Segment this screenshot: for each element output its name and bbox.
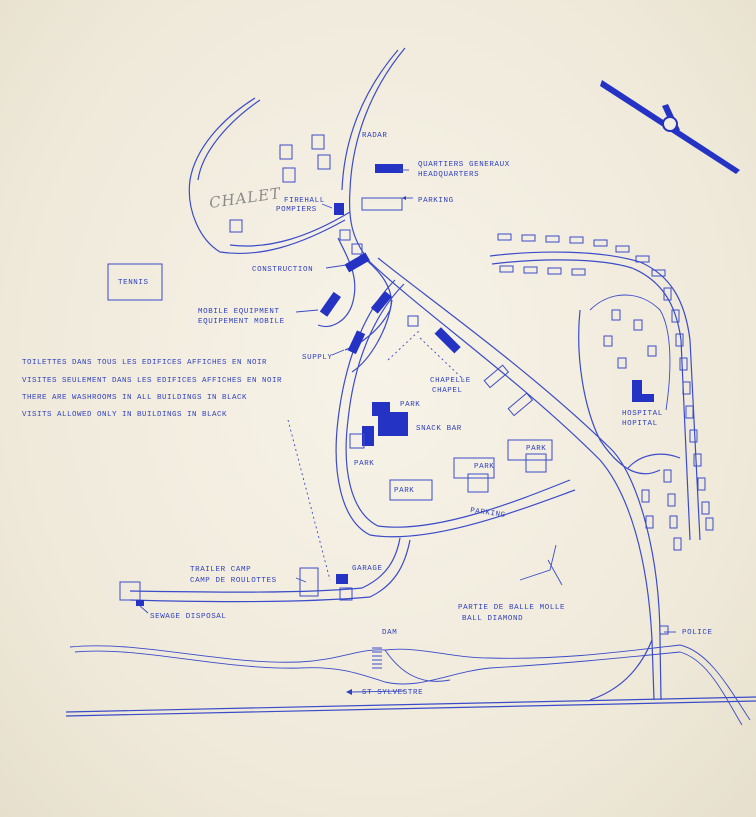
park-label-3: PARK [394,487,414,495]
radar-label: RADAR [362,132,388,140]
police-label: POLICE [682,629,713,637]
mobile-equipment-fr-label: EQUIPEMENT MOBILE [198,318,285,326]
river [69,644,751,726]
parking-bottom-label: PARKING [470,507,506,520]
chapel-fr-label: CHAPELLE [430,377,471,385]
ball-diamond-en-label: BALL DIAMOND [462,615,523,623]
road-network [65,47,756,717]
firehall-fr-label: POMPIERS [276,206,317,214]
note-line-2: VISITES SEULEMENT DANS LES EDIFICES AFFI… [22,377,282,385]
note-line-1: TOILETTES DANS TOUS LES EDIFICES AFFICHE… [22,359,267,367]
garage-label: GARAGE [352,565,383,573]
firehall-en-label: FIREHALL [284,197,325,205]
chalet-handwritten-label: CHALET [208,184,282,212]
headquarters-fr-label: QUARTIERS GENERAUX [418,161,510,169]
note-line-4: VISITS ALLOWED ONLY IN BUILDINGS IN BLAC… [22,411,227,419]
note-line-3: THERE ARE WASHROOMS IN ALL BUILDINGS IN … [22,394,247,402]
tennis-court: TENNIS [107,263,163,301]
snack-bar-label: SNACK BAR [416,425,462,433]
notes-block: TOILETTES DANS TOUS LES EDIFICES AFFICHE… [22,359,282,419]
park-label-1: PARK [400,401,420,409]
st-sylvestre-label: ST SYLVESTRE [362,689,423,697]
west-strip-buildings [317,229,392,355]
hospital-en-label: HOPITAL [622,420,658,428]
central-buildings [349,315,553,501]
park-label-5: PARK [526,445,546,453]
pointer-arrows [139,168,676,695]
compass-rose-icon [600,80,740,174]
supply-label: SUPPLY [302,354,333,362]
sewage-disposal-label: SEWAGE DISPOSAL [150,613,227,621]
barracks-rows [497,233,714,551]
trailer-camp-fr-label: CAMP DE ROULOTTES [190,577,277,585]
tennis-label: TENNIS [118,279,149,287]
north-buildings [229,134,403,233]
dam-label: DAM [382,629,397,637]
park-label-2: PARK [354,460,374,468]
south-buildings [119,544,669,669]
hospital-buildings [603,309,657,402]
mobile-equipment-en-label: MOBILE EQUIPMENT [198,308,280,316]
trailer-camp-en-label: TRAILER CAMP [190,566,251,574]
construction-label: CONSTRUCTION [252,266,313,274]
park-label-4: PARK [474,463,494,471]
headquarters-en-label: HEADQUARTERS [418,171,479,179]
chapel-en-label: CHAPEL [432,387,463,395]
ball-diamond-fr-label: PARTIE DE BALLE MOLLE [458,604,565,612]
hospital-fr-label: HOSPITAL [622,410,663,418]
parking-top-label: PARKING [418,197,454,205]
